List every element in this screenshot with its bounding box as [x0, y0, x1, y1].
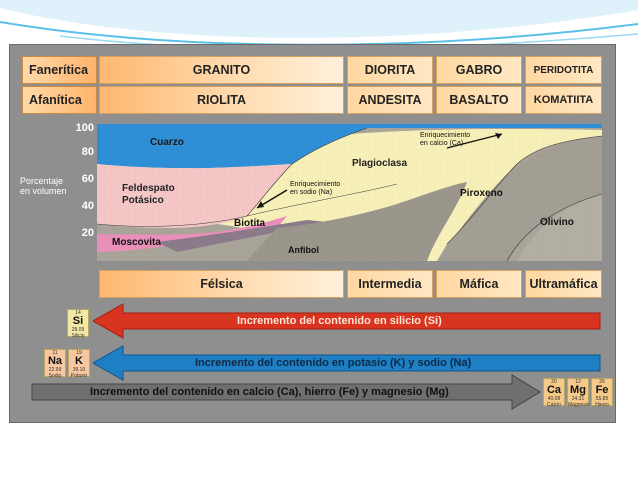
- mineral-composition-chart: [97, 124, 602, 261]
- annotation-sodium-line1: Enriquecimiento: [290, 181, 341, 188]
- element-mg-number: 12: [575, 379, 581, 385]
- calcium-arrow-label: Incremento del contenido en calcio (Ca),…: [90, 386, 449, 398]
- element-ca-mass: 40.08: [547, 396, 561, 402]
- annotation-calcium: Enriquecimiento en calcio (Ca): [420, 132, 470, 148]
- element-k-symbol: K: [75, 355, 83, 367]
- element-tile-fe: 26 Fe 55.85 Hierro: [591, 378, 613, 408]
- element-mg-symbol: Mg: [570, 384, 586, 396]
- element-tile-na: 11 Na 22.99 Sodio: [44, 349, 66, 379]
- rock-riolita: RIOLITA: [99, 86, 344, 114]
- label-piroxeno: Piroxeno: [460, 188, 503, 199]
- rock-andesita: ANDESITA: [347, 86, 433, 114]
- element-fe-name: Hierro: [595, 402, 609, 408]
- element-si-symbol: Si: [72, 315, 84, 327]
- y-axis-label: Porcentaje en volumen: [20, 176, 67, 196]
- element-ca-symbol: Ca: [546, 384, 562, 396]
- label-feldespato-line2: Potásico: [122, 195, 164, 206]
- element-fe-mass: 55.85: [595, 396, 609, 402]
- rock-gabro: GABRO: [436, 56, 522, 84]
- annotation-calcium-line1: Enriquecimiento: [420, 132, 471, 139]
- element-na-mass: 22.99: [48, 367, 62, 373]
- row-label-faneritica: Fanerítica: [22, 56, 97, 84]
- rock-granito: GRANITO: [99, 56, 344, 84]
- annotation-calcium-line2: en calcio (Ca): [420, 140, 464, 147]
- element-si-mass: 28.09: [71, 327, 85, 333]
- label-moscovita: Moscovita: [112, 237, 161, 248]
- potassium-arrow-label: Incremento del contenido en potasio (K) …: [195, 357, 472, 369]
- label-plagioclasa: Plagioclasa: [352, 158, 408, 169]
- element-tile-ca: 20 Ca 40.08 Calcio: [543, 378, 565, 408]
- label-cuarzo: Cuarzo: [150, 137, 184, 148]
- rock-peridotita: PERIDOTITA: [525, 56, 602, 84]
- composition-ultramafica: Ultramáfica: [525, 270, 602, 298]
- y-tick-100: 100: [75, 122, 94, 134]
- element-si-number: 14: [75, 310, 81, 316]
- potassium-arrow: [93, 345, 601, 381]
- element-na-name: Sodio: [48, 373, 62, 379]
- element-mg-mass: 24.31: [571, 396, 585, 402]
- composition-mafica: Máfica: [436, 270, 522, 298]
- element-k-mass: 39.10: [72, 367, 86, 373]
- row-label-afanitica: Afanítica: [22, 86, 97, 114]
- element-tile-k: 19 K 39.10 Potasio: [68, 349, 90, 379]
- y-tick-80: 80: [81, 146, 94, 158]
- element-si-name: Silicio: [71, 333, 85, 339]
- element-ca-name: Calcio: [547, 402, 561, 408]
- label-feldespato-line1: Feldespato: [122, 183, 175, 194]
- composition-felsica: Félsica: [99, 270, 344, 298]
- label-anfibol: Anfibol: [288, 245, 319, 255]
- na-arrow-head: [257, 201, 264, 208]
- ca-enrichment-arrow: [446, 133, 503, 149]
- element-ca-number: 20: [551, 379, 557, 385]
- element-k-number: 19: [76, 350, 82, 356]
- element-k-name: Potasio: [70, 373, 88, 379]
- calcium-arrow: [31, 374, 541, 410]
- label-feldespato: Feldespato Potásico: [122, 183, 175, 207]
- element-mg-name: Magnesio: [568, 402, 590, 408]
- element-na-symbol: Na: [47, 355, 63, 367]
- annotation-sodium: Enriquecimiento en sodio (Na): [290, 181, 340, 197]
- y-axis-label-line1: Porcentaje: [20, 176, 64, 186]
- y-tick-40: 40: [81, 200, 94, 212]
- element-tile-mg: 12 Mg 24.31 Magnesio: [567, 378, 590, 408]
- y-axis-label-line2: en volumen: [20, 186, 67, 196]
- y-tick-60: 60: [81, 173, 94, 185]
- rock-basalto: BASALTO: [436, 86, 522, 114]
- element-tile-si: 14 Si 28.09 Silicio: [67, 309, 89, 339]
- composition-intermedia: Intermedia: [347, 270, 433, 298]
- rock-komatiita: KOMATIITA: [525, 86, 602, 114]
- element-fe-number: 26: [599, 379, 605, 385]
- label-biotita: Biotita: [234, 218, 266, 229]
- y-tick-20: 20: [81, 227, 94, 239]
- ca-arrow-head: [495, 133, 502, 139]
- label-olivino: Olivino: [540, 217, 574, 228]
- annotation-sodium-line2: en sodio (Na): [290, 189, 333, 196]
- element-na-number: 11: [52, 350, 58, 356]
- silicon-arrow-label: Incremento del contenido en silicio (Si): [237, 315, 442, 327]
- silicon-arrow: [93, 303, 601, 339]
- element-fe-symbol: Fe: [595, 384, 609, 396]
- rock-diorita: DIORITA: [347, 56, 433, 84]
